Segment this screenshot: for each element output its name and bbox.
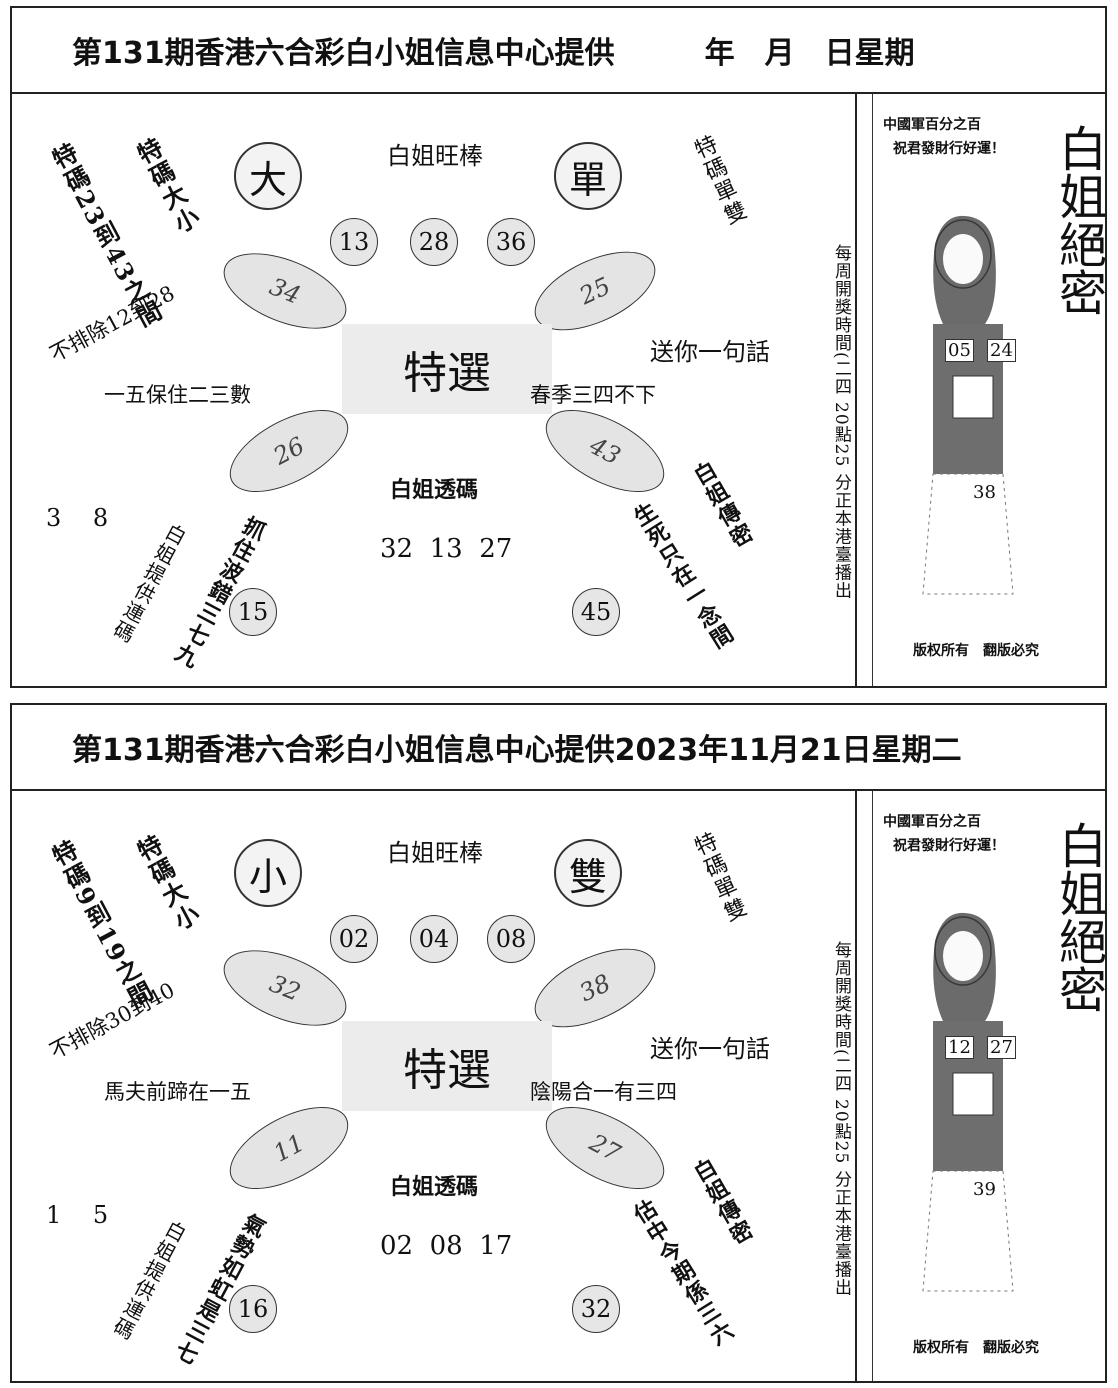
top-ball-3: 08: [487, 915, 535, 963]
ad-footer: 版权所有 翻版必究: [913, 1340, 1039, 1356]
ad-box: 中國軍百分之百 祝君發財行好運！ 白姐絕密 12 27 39 版权所有 翻版必究: [872, 791, 1106, 1381]
ad-title: 白姐絕密: [1050, 124, 1106, 316]
top-caption: 白姐旺棒: [387, 142, 483, 170]
exclude-text: 不排除30到40: [45, 978, 179, 1064]
oval-bottom-right: 27: [533, 1090, 677, 1206]
left-digits: 3 8: [46, 504, 109, 532]
top-caption: 白姐旺棒: [387, 839, 483, 867]
right-phrase: 春季三四不下: [530, 383, 656, 407]
top-ball-1: 13: [330, 218, 378, 266]
ad-number-3: 38: [973, 482, 996, 503]
ad-footer: 版权所有 翻版必究: [913, 643, 1039, 659]
size-circle: 小: [234, 839, 302, 907]
ad-slogan-2: 祝君發財行好運！: [893, 838, 1005, 854]
send-phrase: 送你一句話: [650, 338, 770, 366]
vertical-right-bottom-1: 白姐傳密: [686, 1154, 758, 1251]
leak-numbers: 02 08 17: [380, 1231, 513, 1261]
vertical-right-bottom-1: 白姐傳密: [686, 457, 758, 554]
oval-bottom-right: 43: [533, 393, 677, 509]
model-photo: [922, 912, 1014, 1292]
left-digits: 1 5: [46, 1201, 109, 1229]
bottom-right-ball: 32: [572, 1285, 620, 1333]
vertical-right-1: 特碼單雙: [687, 132, 750, 231]
panel-header: 第131期香港六合彩白小姐信息中心提供2023年11月21日星期二: [12, 705, 1105, 791]
size-circle: 大: [234, 142, 302, 210]
ad-box: 中國軍百分之百 祝君發財行好運！ 白姐絕密 05 24 38 版权所有 翻版必究: [872, 94, 1106, 686]
special-pick: 特選: [342, 1021, 552, 1111]
ad-number-1: 05: [945, 339, 974, 362]
left-phrase: 馬夫前蹄在一五: [104, 1080, 251, 1104]
bottom-left-ball: 15: [229, 588, 277, 636]
ad-sidebar: 每周開獎時間(二四 20點25 分正本港臺播出 中國軍百分之百 祝君發財行好運！…: [831, 791, 1106, 1381]
bottom-right-ball: 45: [572, 588, 620, 636]
ad-number-2: 24: [987, 339, 1016, 362]
vertical-left-2: 特碼大小: [129, 830, 205, 937]
ad-sidebar: 每周開獎時間(二四 20點25 分正本港臺播出 中國軍百分之百 祝君發財行好運！…: [831, 94, 1106, 686]
vertical-right-1: 特碼單雙: [687, 829, 750, 928]
ad-title: 白姐絕密: [1050, 821, 1106, 1013]
lottery-panel: 第131期香港六合彩白小姐信息中心提供 年 月 日星期 特碼23到43之間 特碼…: [10, 6, 1107, 688]
ad-slogan-1: 中國軍百分之百: [883, 117, 981, 133]
left-phrase: 一五保住二三數: [104, 383, 251, 407]
top-ball-3: 36: [487, 218, 535, 266]
send-phrase: 送你一句話: [650, 1035, 770, 1063]
panel-body: 特碼9到19之間 特碼大小 小 白姐旺棒 雙 特碼單雙 02 04 08 32 …: [12, 791, 1106, 1381]
right-phrase: 陰陽合一有三四: [530, 1080, 677, 1104]
leak-title: 白姐透碼: [390, 1175, 479, 1200]
ad-number-2: 27: [987, 1036, 1016, 1059]
model-photo: [922, 215, 1014, 595]
panel-header: 第131期香港六合彩白小姐信息中心提供 年 月 日星期: [12, 8, 1105, 94]
parity-circle: 雙: [554, 839, 622, 907]
leak-numbers: 32 13 27: [380, 534, 513, 564]
ad-number-3: 39: [973, 1179, 996, 1200]
broadcast-schedule: 每周開獎時間(二四 20點25 分正本港臺播出: [831, 941, 851, 1297]
top-ball-2: 04: [410, 915, 458, 963]
header-title: 第131期香港六合彩白小姐信息中心提供 年 月 日星期: [72, 36, 915, 71]
ad-slogan-1: 中國軍百分之百: [883, 814, 981, 830]
oval-bottom-left: 11: [217, 1090, 361, 1206]
oval-bottom-left: 26: [217, 393, 361, 509]
ad-number-1: 12: [945, 1036, 974, 1059]
parity-circle: 單: [554, 142, 622, 210]
special-pick: 特選: [342, 324, 552, 414]
top-ball-1: 02: [330, 915, 378, 963]
leak-title: 白姐透碼: [390, 478, 479, 503]
vertical-left-2: 特碼大小: [129, 133, 205, 240]
top-ball-2: 28: [410, 218, 458, 266]
bottom-left-ball: 16: [229, 1285, 277, 1333]
ad-slogan-2: 祝君發財行好運！: [893, 141, 1005, 157]
lottery-panel: 第131期香港六合彩白小姐信息中心提供2023年11月21日星期二 特碼9到19…: [10, 703, 1107, 1383]
broadcast-schedule: 每周開獎時間(二四 20點25 分正本港臺播出: [831, 244, 851, 600]
panel-body: 特碼23到43之間 特碼大小 大 白姐旺棒 單 特碼單雙 13 28 36 34…: [12, 94, 1106, 686]
header-title: 第131期香港六合彩白小姐信息中心提供2023年11月21日星期二: [72, 733, 962, 768]
